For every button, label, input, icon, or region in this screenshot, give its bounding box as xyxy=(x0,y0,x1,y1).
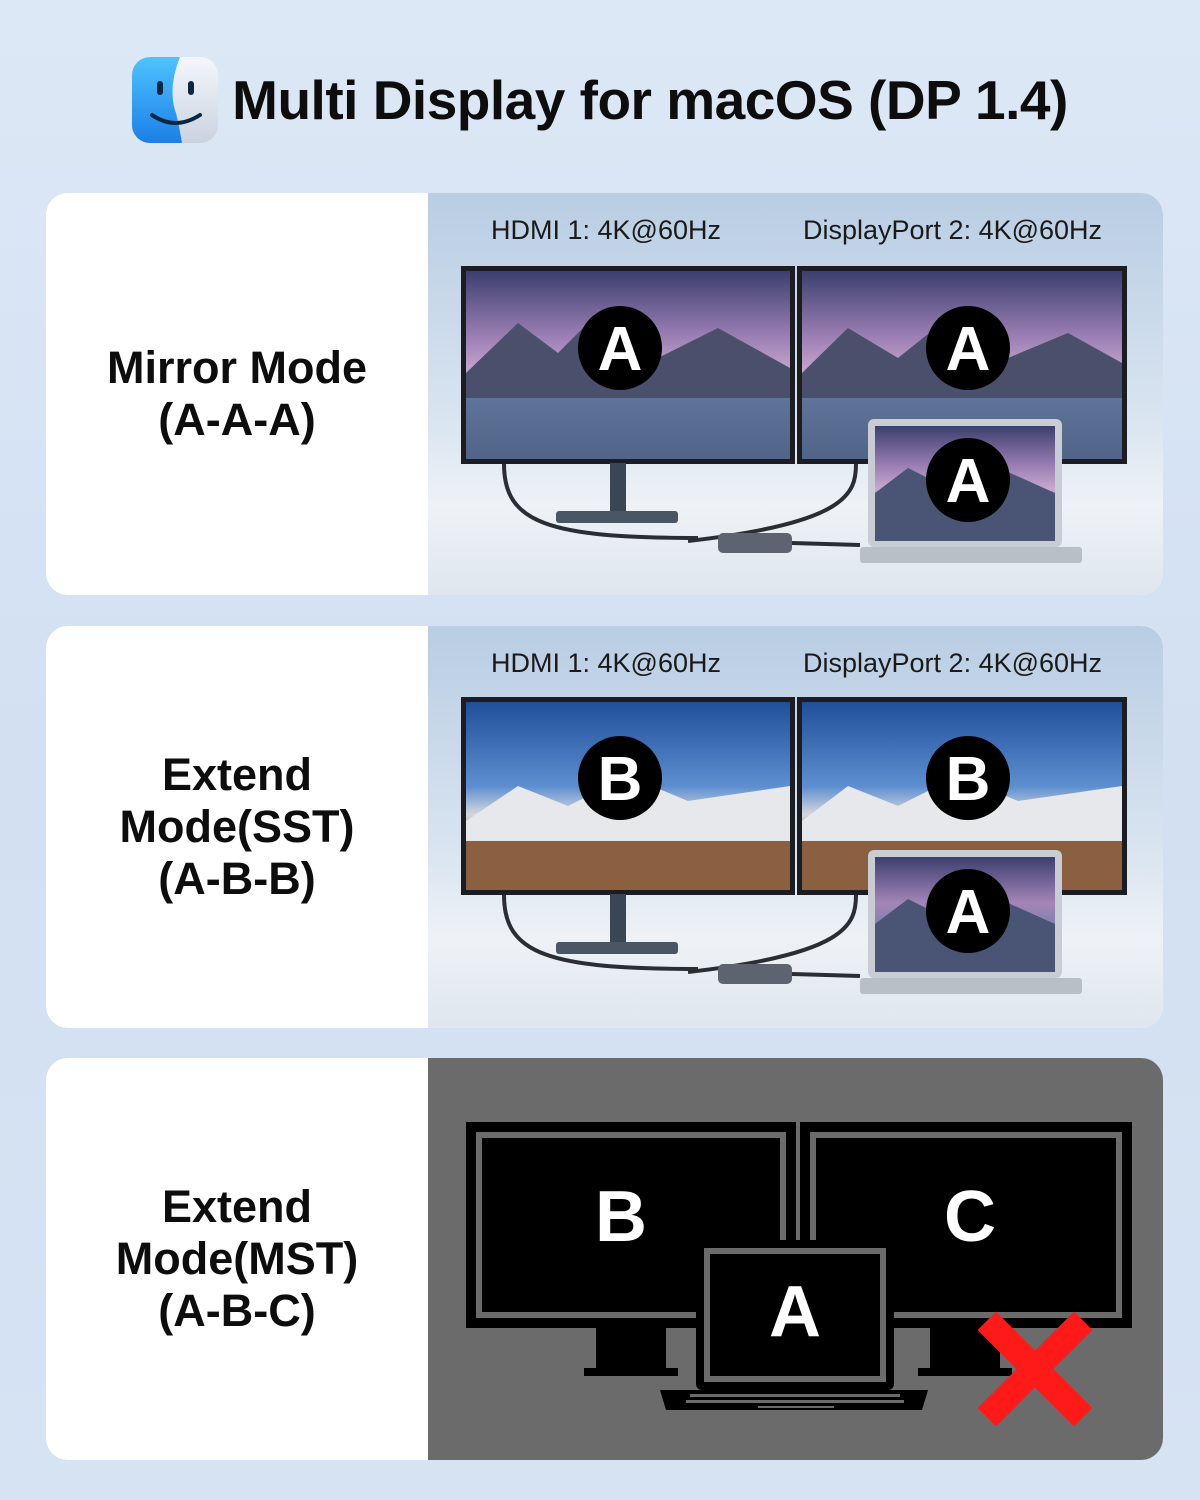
mode-label-line: Mode(MST) xyxy=(115,1233,359,1285)
mst-illustration xyxy=(466,1122,1132,1427)
screen-letter: A xyxy=(946,447,991,516)
screen-letters: B B A xyxy=(598,745,991,947)
sst-scene: HDMI 1: 4K@60Hz DisplayPort 2: 4K@60Hz xyxy=(428,626,1163,1028)
screen-letter: B xyxy=(595,1177,647,1257)
hdmi-port-label: HDMI 1: 4K@60Hz xyxy=(491,648,721,678)
screen-letters: B C A xyxy=(595,1177,996,1352)
screen-letter: B xyxy=(598,745,643,814)
adapter xyxy=(718,533,792,553)
finder-icon xyxy=(132,57,219,143)
page-title: Multi Display for macOS (DP 1.4) xyxy=(232,69,1068,131)
mode-label-line: (A-B-B) xyxy=(158,852,316,904)
screen-letter: A xyxy=(769,1272,821,1352)
displayport-label: DisplayPort 2: 4K@60Hz xyxy=(803,648,1103,678)
mode-card-mirror: Mirror Mode (A-A-A) HDMI 1: 4K@60Hz Disp… xyxy=(46,193,1163,595)
mode-card-extend-sst: Extend Mode(SST) (A-B-B) HDMI 1: 4K@60Hz… xyxy=(46,626,1163,1028)
mst-scene: B C A xyxy=(428,1058,1163,1460)
mode-card-extend-mst: Extend Mode(MST) (A-B-C) xyxy=(46,1058,1163,1460)
mode-label-line: Extend xyxy=(161,1181,313,1233)
mode-label-line: Mirror Mode xyxy=(106,342,367,394)
sst-illustration xyxy=(461,697,1127,994)
screen-letter: A xyxy=(946,878,991,947)
displayport-label: DisplayPort 2: 4K@60Hz xyxy=(803,215,1103,245)
mode-label-line: (A-A-A) xyxy=(158,394,316,445)
mirror-scene: HDMI 1: 4K@60Hz DisplayPort 2: 4K@60Hz xyxy=(428,193,1163,595)
mode-label-line: Mode(SST) xyxy=(119,801,355,853)
mode-label: Extend Mode(SST) (A-B-B) xyxy=(46,626,428,1028)
screen-letters: A A A xyxy=(598,315,991,516)
screen-letter: A xyxy=(946,315,991,384)
screen-letter: C xyxy=(944,1177,996,1257)
adapter xyxy=(718,964,792,984)
mirror-illustration xyxy=(461,266,1127,563)
mode-label: Extend Mode(MST) (A-B-C) xyxy=(46,1058,428,1460)
screen-letter: A xyxy=(598,315,643,384)
mode-label: Mirror Mode (A-A-A) xyxy=(46,193,428,595)
hdmi-port-label: HDMI 1: 4K@60Hz xyxy=(491,215,721,245)
header: Multi Display for macOS (DP 1.4) xyxy=(0,50,1200,150)
screen-letter: B xyxy=(946,745,991,814)
mode-label-line: (A-B-C) xyxy=(158,1284,316,1336)
red-x-icon xyxy=(977,1311,1093,1427)
mode-label-line: Extend xyxy=(161,749,313,801)
